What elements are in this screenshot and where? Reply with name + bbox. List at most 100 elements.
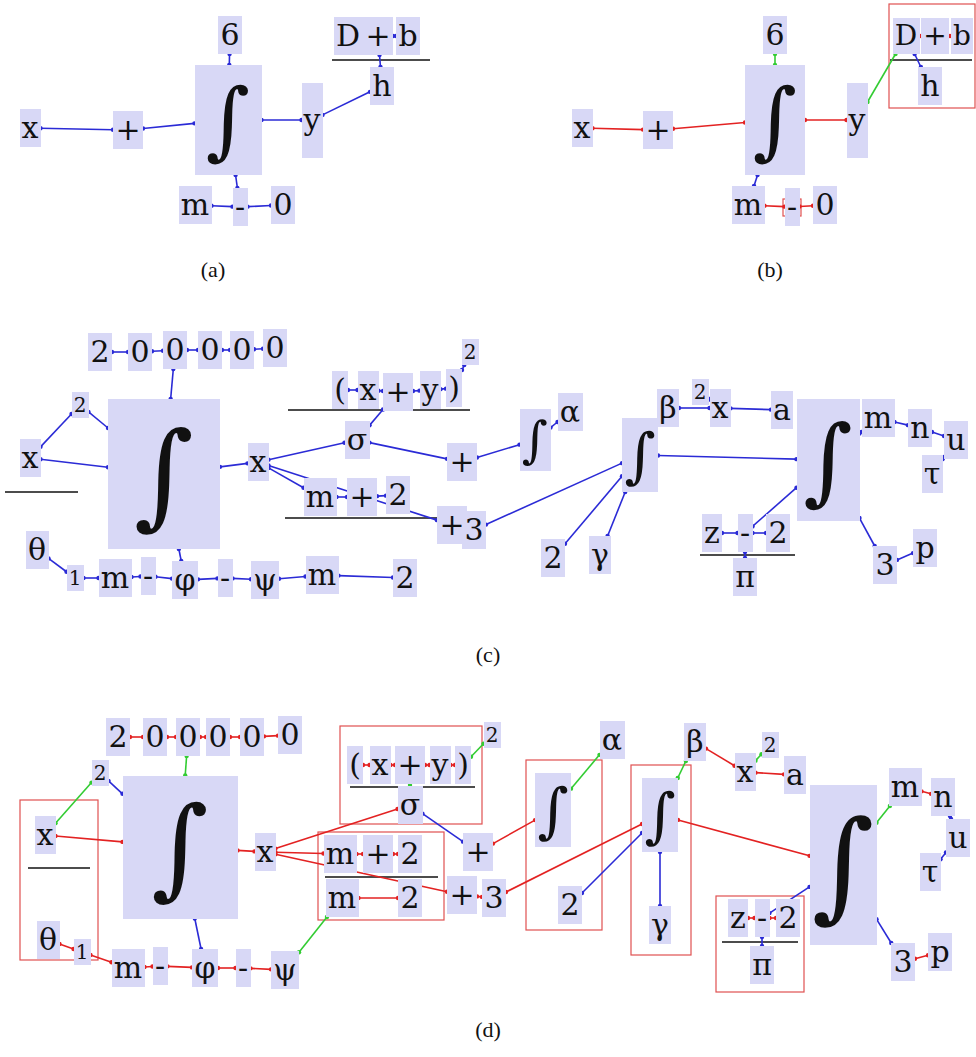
symbol-box: ψ: [251, 561, 279, 599]
symbol-text: ∫: [522, 410, 548, 470]
symbol-text: τ: [924, 456, 941, 492]
symbol-box: +: [463, 833, 493, 871]
group-box: [318, 832, 444, 920]
symbol-text: σ: [347, 422, 367, 458]
relation-edge: [493, 820, 535, 844]
symbol-box: +: [447, 443, 477, 481]
symbol-box: 2: [398, 835, 422, 873]
symbol-box: φ: [192, 949, 218, 987]
group-box: [526, 760, 602, 930]
symbol-box: 2: [762, 732, 779, 758]
relation-edge: [248, 206, 272, 207]
symbol-text: +: [115, 112, 140, 148]
symbol-box: 3: [462, 511, 486, 549]
symbol-box: a: [784, 756, 806, 794]
relation-edge: [233, 578, 252, 581]
symbol-text: -: [143, 558, 153, 594]
symbol-box: 2: [541, 539, 565, 577]
symbol-box: m: [889, 768, 922, 806]
symbol-text: 6: [220, 17, 239, 53]
symbol-text: ∫: [134, 405, 194, 543]
symbol-text: 2: [94, 761, 107, 785]
symbol-box: ∫: [520, 409, 551, 471]
symbol-box: y: [420, 371, 441, 409]
symbol-box: +: [447, 876, 477, 914]
relation-edge: [722, 532, 738, 534]
symbol-text: 0: [242, 719, 261, 755]
symbol-box: y: [847, 83, 868, 158]
symbol-text: a: [786, 757, 804, 793]
symbol-text: π: [735, 559, 755, 595]
symbol-box: b: [396, 17, 420, 55]
symbol-box: ): [455, 746, 471, 784]
symbol-box: 3: [873, 546, 897, 584]
symbol-text: +: [385, 374, 410, 410]
symbol-text: +: [365, 18, 390, 54]
fraction-bar: [890, 59, 972, 61]
symbol-box: σ: [345, 421, 370, 459]
relation-edge: [678, 820, 810, 856]
relation-edge: [339, 576, 394, 578]
symbol-box: ∫: [622, 418, 658, 492]
relation-edge: [359, 897, 399, 899]
symbol-box: m: [112, 949, 145, 987]
relation-edge: [269, 465, 438, 520]
fraction-bar: [5, 491, 78, 493]
symbol-box: m: [99, 559, 132, 597]
symbol-box: m: [306, 556, 339, 594]
symbol-box: +: [921, 18, 949, 54]
symbol-box: +: [395, 746, 425, 784]
symbol-text: x: [22, 440, 39, 476]
symbol-box: -: [236, 949, 251, 987]
symbol-text: π: [752, 947, 772, 983]
symbol-box: ∫: [797, 399, 860, 521]
symbol-text: 6: [765, 17, 784, 53]
symbol-text: b: [953, 19, 971, 53]
relation-edge: [49, 558, 67, 571]
symbol-text: -: [740, 515, 750, 551]
symbol-box: 2: [398, 879, 422, 917]
relation-edge: [156, 577, 173, 579]
relation-edge: [41, 459, 109, 467]
symbol-text: 2: [694, 380, 707, 404]
relation-edge: [269, 443, 345, 460]
symbol-box: ∫: [195, 65, 262, 175]
symbol-box: z: [728, 899, 748, 937]
panel-caption: (c): [476, 642, 500, 668]
symbol-box: +: [347, 478, 377, 516]
relation-edge: [143, 123, 195, 128]
fraction-bar: [285, 517, 440, 519]
relation-edge: [658, 455, 797, 459]
symbol-box: 2: [106, 718, 130, 756]
group-box: [889, 4, 975, 108]
symbol-box: z: [702, 514, 722, 552]
symbol-text: 2: [388, 477, 407, 513]
symbol-box: 2: [88, 333, 112, 371]
symbol-box: m: [326, 879, 359, 917]
symbol-text: x: [250, 444, 267, 480]
symbol-text: ∫: [206, 69, 250, 171]
symbol-box: 0: [230, 331, 254, 369]
relation-edge: [109, 781, 123, 794]
symbol-box: D: [893, 18, 920, 54]
relation-edge: [565, 476, 622, 543]
symbol-text: 1: [69, 566, 82, 590]
symbol-box: θ: [37, 921, 60, 959]
symbol-text: -: [220, 560, 230, 596]
relation-edge: [897, 553, 913, 560]
symbol-text: 0: [165, 332, 184, 368]
symbol-text: x: [372, 747, 389, 783]
group-box: [20, 800, 98, 960]
relation-edge: [220, 463, 248, 467]
symbol-box: 2: [776, 899, 800, 937]
symbol-text: 2: [395, 560, 414, 596]
symbol-box: ∫: [745, 65, 805, 175]
symbol-box: π: [750, 946, 774, 984]
relation-edge: [877, 806, 890, 823]
symbol-box: 2: [692, 379, 709, 405]
symbol-text: 2: [486, 723, 499, 747]
symbol-box: ψ: [271, 951, 299, 989]
symbol-text: +: [449, 444, 474, 480]
symbol-text: +: [465, 834, 490, 870]
